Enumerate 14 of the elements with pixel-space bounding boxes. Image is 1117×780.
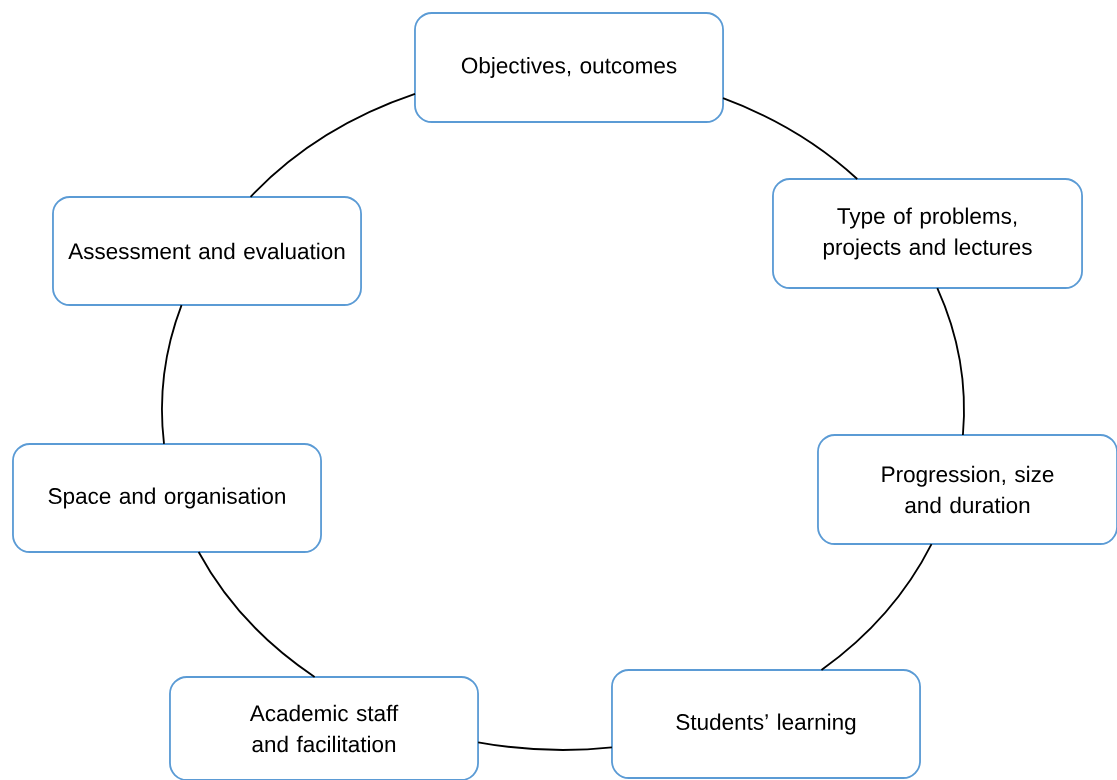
connector-arc — [936, 287, 965, 436]
text-box: Objectives, outcomes — [414, 12, 724, 123]
connector-arc — [161, 304, 183, 445]
connector-arc — [249, 93, 416, 198]
text-box: Progression, size and duration — [817, 434, 1117, 545]
connector-arc — [477, 741, 613, 751]
connector-arc — [722, 97, 859, 180]
connector-arc — [197, 551, 316, 678]
text-box: Assessment and evaluation — [52, 196, 362, 306]
text-box: Type of problems, projects and lectures — [772, 178, 1083, 289]
text-box: Students’ learning — [611, 669, 921, 779]
connector-arc — [820, 543, 933, 671]
text-box: Academic staff and facilitation — [169, 676, 479, 780]
text-box: Space and organisation — [12, 443, 322, 553]
